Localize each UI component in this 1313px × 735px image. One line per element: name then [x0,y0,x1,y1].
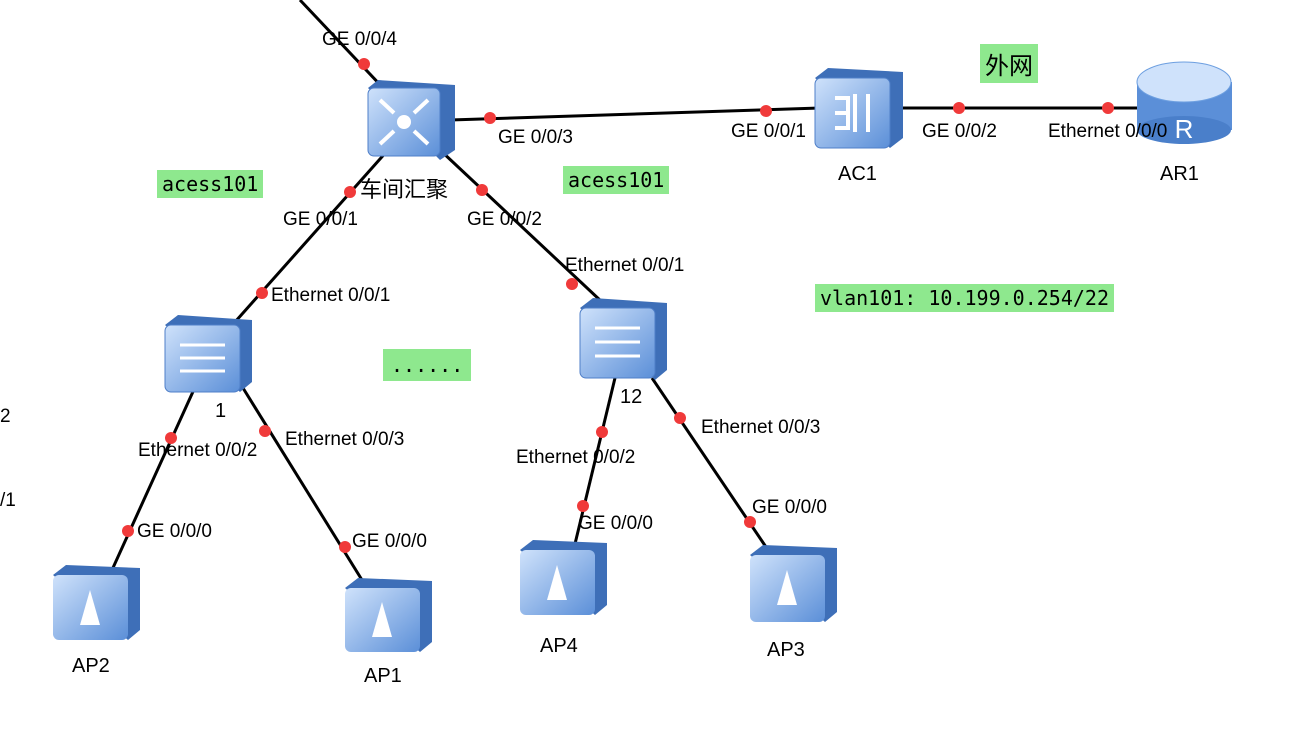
ap4-icon[interactable] [520,540,607,615]
port-label: Ethernet 0/0/0 [1048,121,1168,142]
switch-1-name: 1 [215,400,227,422]
ap3-icon[interactable] [750,545,837,622]
ac-name: AC1 [838,163,877,185]
ap2-icon[interactable] [53,565,140,640]
access-note-left: acess101 [157,170,264,198]
port-label: GE 0/0/1 [731,121,806,142]
port-label: GE 0/0/2 [922,121,997,142]
ap3-name: AP3 [767,639,805,661]
switch-12-name: 12 [620,386,643,408]
port-label: Ethernet 0/0/3 [701,417,821,438]
port-label: Ethernet 0/0/3 [285,429,405,450]
port-label: GE 0/0/1 [283,209,358,230]
links [110,0,1145,581]
port-label: GE 0/0/2 [467,209,542,230]
more-note: ...... [383,349,472,381]
edge-fragment: /1 [0,490,16,511]
port-label: Ethernet 0/0/2 [516,447,636,468]
port-label: GE 0/0/4 [322,29,397,50]
core-switch-name: 车间汇聚 [360,177,449,202]
ac-icon[interactable] [814,68,903,149]
port-label: Ethernet 0/0/1 [271,285,391,306]
port-dots [122,58,1114,553]
port-label: GE 0/0/0 [352,531,427,552]
link-sw1-ap2 [110,384,198,571]
router-name: AR1 [1160,163,1199,185]
link-core-ac1 [449,106,821,122]
vlan-note: vlan101: 10.199.0.254/22 [815,284,1114,312]
ap1-name: AP1 [364,665,402,687]
port-label: GE 0/0/3 [498,127,573,148]
port-label: Ethernet 0/0/2 [138,440,258,461]
svg-text:R: R [1175,114,1194,144]
ap4-name: AP4 [540,635,578,657]
port-label: GE 0/0/0 [137,521,212,542]
wan-note: 外网 [980,44,1038,83]
router-icon[interactable]: R [1136,61,1232,144]
switch-12-icon[interactable] [579,298,667,380]
link-uplink [298,0,387,92]
port-label: Ethernet 0/0/1 [565,255,685,276]
access-note-right: acess101 [563,166,670,194]
link-sw12-ap4 [572,377,617,549]
ap1-icon[interactable] [345,578,432,652]
ap2-name: AP2 [72,655,110,677]
core-switch-icon[interactable] [367,80,455,160]
link-core-sw12 [438,148,604,304]
port-label: GE 0/0/0 [752,497,827,518]
port-label: GE 0/0/0 [578,513,653,534]
edge-fragment: 2 [0,406,11,427]
switch-1-icon[interactable] [164,315,252,393]
